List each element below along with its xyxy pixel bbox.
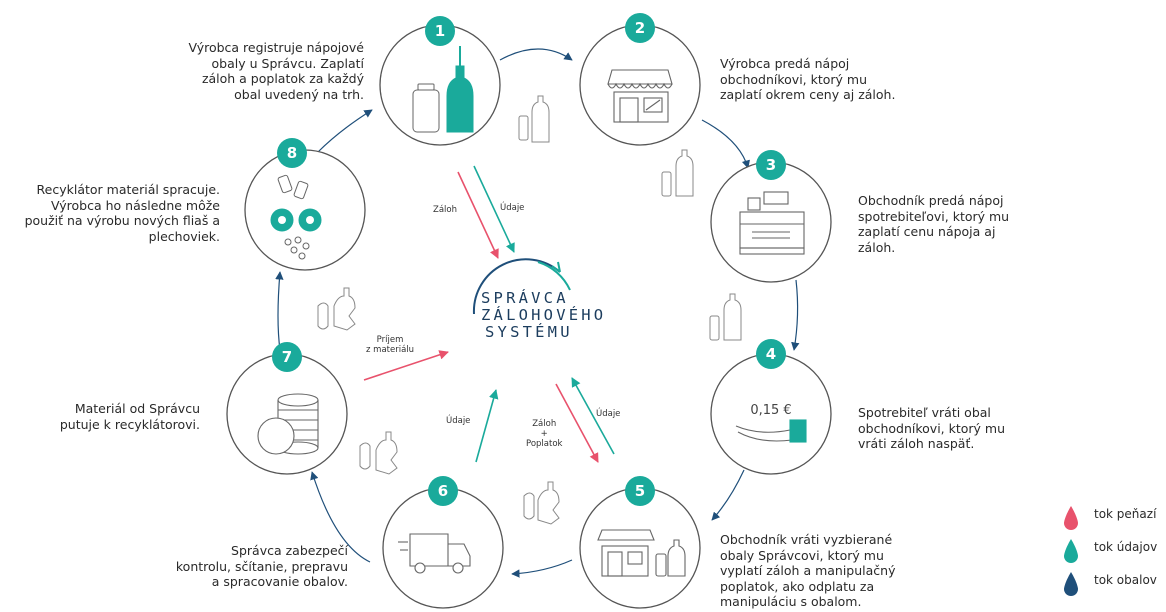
step-8-line: plechoviek. [148,228,220,244]
money-flow-drop-icon [1064,506,1078,530]
flow-label-zp-line: + [540,429,548,439]
center-title-line-2: ZÁLOHOVÉHO [481,306,607,324]
truck-icon [398,533,471,574]
shop-bottle-icon [597,529,686,577]
step-1-description: Výrobca registruje nápojové obaly u Sprá… [188,40,364,102]
packaging-icons [317,95,742,525]
step-5-description: Obchodník vráti vyzbierané obaly Správco… [720,532,896,610]
coins-stack-icon [257,393,319,455]
bottle-can-icon [412,46,474,133]
legend-packaging: tok obalov [1060,570,1157,590]
step-1-line: záloh a poplatok za každý [201,71,364,86]
legend-data: tok údajov [1060,537,1157,557]
flow-label-prijem: Príjem z materiálu [366,335,414,355]
recycling-icon [270,174,322,260]
step-7-line: putuje k recyklátorovi. [59,416,200,432]
step-5-line: poplatok, ako odplatu za [720,578,875,594]
cash-register-icon [739,191,805,255]
center-logo-arc [472,258,571,315]
hand-coin-icon [735,419,807,443]
step-4-description: Spotrebiteľ vráti obal obchodníkovi, kto… [858,405,1005,452]
step-2-line: Výrobca predá nápoj [720,56,850,71]
step-8-line: Recyklátor materiál spracuje. [36,182,220,197]
step-8-description: Recyklátor materiál spracuje. Výrobca ho… [25,182,220,244]
step-5-line: vyplatí záloh a manipulačný [720,563,896,578]
step-6-line: Správca zabezpečí [231,543,348,558]
shop-icon [607,69,673,123]
step-4-line: Spotrebiteľ vráti obal [858,405,991,420]
legend-data-label: tok údajov [1094,540,1158,554]
step-badge-numbers: 1 2 3 4 5 6 7 8 [282,19,776,500]
step-5-line: manipuláciu s obalom. [720,594,862,609]
step-3-line: záloh. [858,239,896,255]
flow-label-zaloh: Záloh [433,205,457,215]
badge-number-2: 2 [635,19,645,37]
badge-number-1: 1 [435,22,445,40]
flow-label-zp-line: Záloh [532,419,557,429]
flow-label-udaje-left: Údaje [446,416,471,426]
step-1-line: obaly u Správcu. Zaplatí [211,55,364,71]
step-8-line: Výrobca ho následne môže [51,197,220,213]
step-4-line: obchodníkovi, ktorý mu [858,420,1006,436]
price-label: 0,15 € [750,403,791,418]
packaging-flow-drop-icon [1064,572,1078,596]
data-flow-drop-icon [1064,539,1078,563]
step-3-line: spotrebiteľovi, ktorý mu [858,208,1010,224]
badge-number-7: 7 [282,348,292,366]
badge-number-8: 8 [287,144,297,162]
badge-number-3: 3 [766,156,776,174]
legend-packaging-label: tok obalov [1094,573,1157,587]
flow-label-prijem-line: Príjem [376,335,404,345]
step-6-description: Správca zabezpečí kontrolu, sčítanie, pr… [176,543,348,590]
step-badges [272,13,786,506]
step-3-description: Obchodník predá nápoj spotrebiteľovi, kt… [858,193,1009,255]
step-6-line: kontrolu, sčítanie, prepravu [175,558,348,574]
step-2-line: zaplatí okrem ceny aj záloh. [720,87,896,102]
step-1-line: obal uvedený na trh. [234,86,364,102]
flow-label-zaloh-poplatok: Záloh + Poplatok [526,419,562,449]
step-3-line: zaplatí cenu nápoja aj [858,224,996,239]
step-4-line: vráti záloh naspäť. [858,436,975,451]
badge-number-4: 4 [766,345,776,363]
legend-money-label: tok peňazí [1094,507,1157,521]
flow-label-prijem-line: z materiálu [366,345,415,355]
step-5-line: Obchodník vráti vyzbierané [720,532,893,547]
step-2-line: obchodníkovi, ktorý mu [720,71,868,87]
center-title: SPRÁVCA ZÁLOHOVÉHO SYSTÉMU [481,290,606,341]
flow-label-udaje-top: Údaje [500,203,525,213]
badge-number-5: 5 [635,482,645,500]
step-7-description: Materiál od Správcu putuje k recyklátoro… [60,401,200,432]
center-title-line-3: SYSTÉMU [485,323,573,341]
step-6-line: a spracovanie obalov. [211,574,348,589]
legend-icons [1064,506,1078,596]
center-title-line-1: SPRÁVCA [481,289,569,307]
step-2-description: Výrobca predá nápoj obchodníkovi, ktorý … [720,56,895,103]
badge-number-6: 6 [438,482,448,500]
step-5-line: obaly Správcovi, ktorý mu [720,547,884,563]
flow-label-udaje-right: Údaje [596,409,621,419]
flow-arrows [363,165,615,463]
step-3-line: Obchodník predá nápoj [858,193,1004,208]
legend-money: tok peňazí [1060,504,1156,524]
flow-label-zp-line: Poplatok [526,439,563,449]
step-8-line: použiť na výrobu nových fliaš a [24,213,220,228]
step-1-line: Výrobca registruje nápojové [188,40,364,55]
step-7-line: Materiál od Správcu [74,401,200,416]
